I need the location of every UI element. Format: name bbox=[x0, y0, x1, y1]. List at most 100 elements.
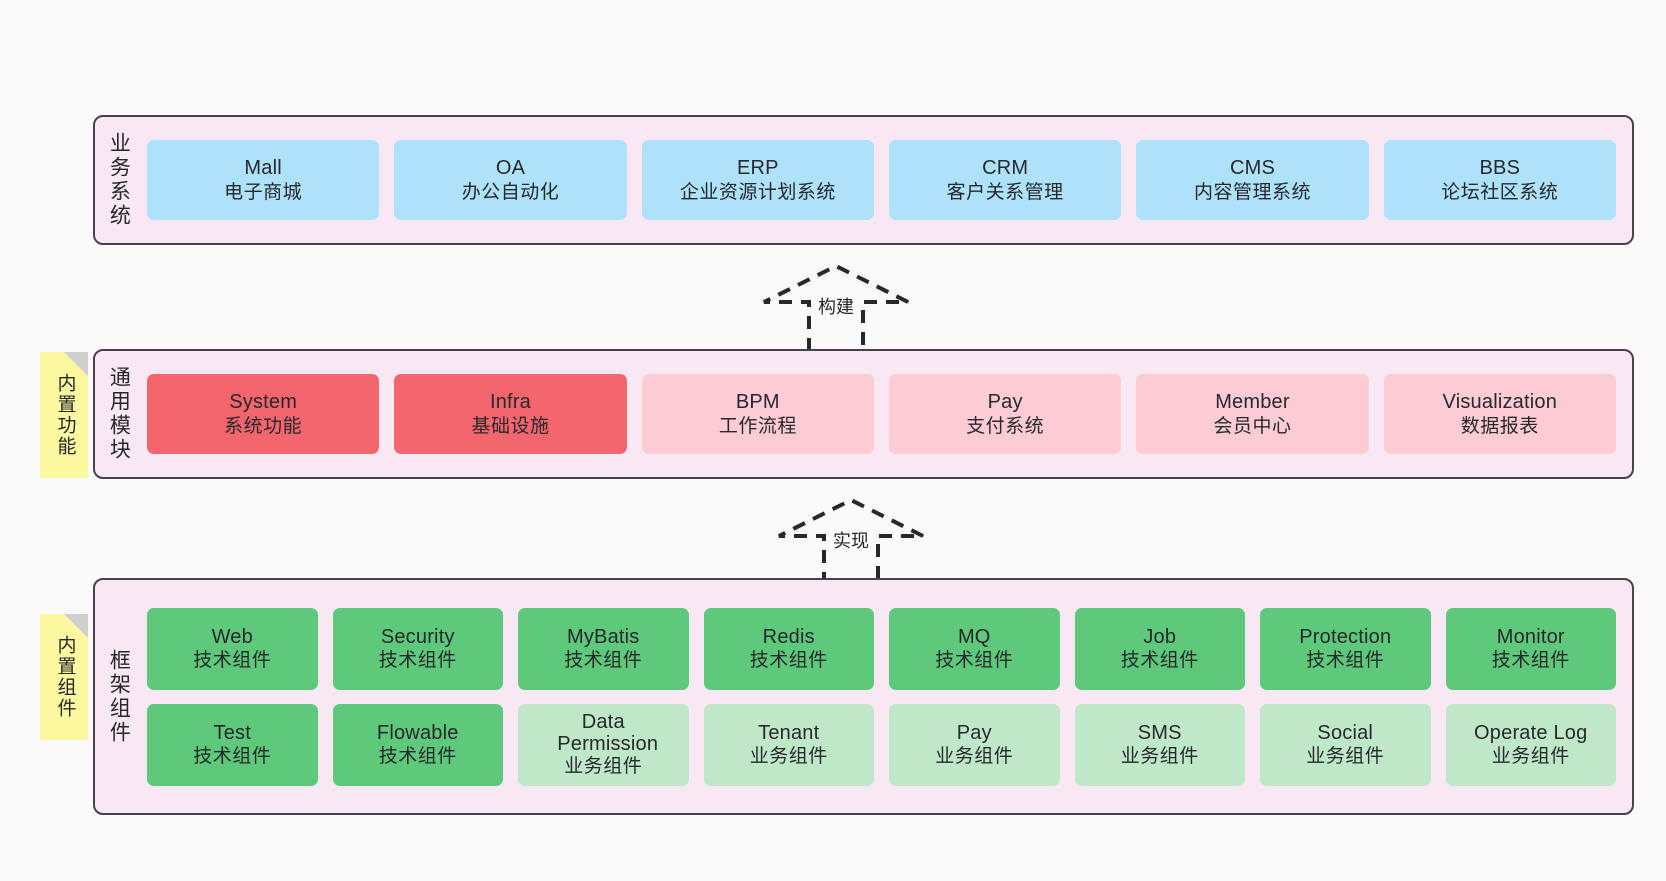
arrow-build: 构建 bbox=[762, 263, 910, 351]
card-title-en: Data Permission bbox=[557, 710, 659, 755]
card-mall[interactable]: Mall 电子商城 bbox=[147, 140, 380, 220]
card-mybatis[interactable]: MyBatis 技术组件 bbox=[518, 607, 689, 690]
arrow-build-glyph bbox=[763, 263, 909, 351]
card-mq[interactable]: MQ 技术组件 bbox=[889, 607, 1060, 690]
card-title-cn: 业务组件 bbox=[1306, 746, 1385, 768]
card-title-cn: 系统功能 bbox=[224, 415, 303, 437]
card-data-permission[interactable]: Data Permission 业务组件 bbox=[518, 703, 689, 786]
card-bbs[interactable]: BBS 论坛社区系统 bbox=[1383, 140, 1616, 220]
card-title-cn: 业务组件 bbox=[1120, 746, 1199, 768]
card-title-cn: 技术组件 bbox=[193, 650, 272, 672]
card-title-en: CRM bbox=[982, 157, 1029, 180]
card-title-cn: 技术组件 bbox=[1491, 650, 1570, 672]
layer-business-system-title: 业务系统 bbox=[107, 132, 131, 228]
card-monitor[interactable]: Monitor 技术组件 bbox=[1445, 607, 1616, 690]
layer-business-system-body: Mall 电子商城 OA 办公自动化 ERP 企业资源计划系统 CRM 客户关系… bbox=[141, 117, 1632, 243]
card-title-cn: 支付系统 bbox=[966, 415, 1045, 437]
card-title-cn: 技术组件 bbox=[749, 650, 828, 672]
card-row: Mall 电子商城 OA 办公自动化 ERP 企业资源计划系统 CRM 客户关系… bbox=[147, 140, 1616, 220]
card-title-cn: 客户关系管理 bbox=[946, 181, 1064, 203]
card-title-en: CMS bbox=[1229, 157, 1275, 180]
arrow-implement: 实现 bbox=[777, 497, 925, 585]
card-title-en: System bbox=[229, 391, 298, 414]
card-title-en: Pay bbox=[987, 391, 1023, 414]
layer-business-system: 业务系统 Mall 电子商城 OA 办公自动化 ERP 企业资源计划系统 CRM… bbox=[93, 115, 1634, 245]
card-title-en: Tenant bbox=[758, 721, 820, 744]
card-title-cn: 办公自动化 bbox=[461, 181, 560, 203]
card-social[interactable]: Social 业务组件 bbox=[1260, 703, 1431, 786]
layer-framework-component-title: 框架组件 bbox=[107, 648, 131, 745]
card-title-en: Member bbox=[1215, 391, 1290, 414]
card-title-en: MyBatis bbox=[566, 625, 640, 648]
card-operate-log[interactable]: Operate Log 业务组件 bbox=[1445, 703, 1616, 786]
note-builtin-function-label: 内置功能 bbox=[54, 373, 76, 457]
card-title-en: ERP bbox=[736, 157, 779, 180]
arrow-build-label: 构建 bbox=[818, 297, 854, 317]
page-fold-icon bbox=[64, 614, 88, 638]
card-title-cn: 业务组件 bbox=[1491, 746, 1570, 768]
card-title-en: Test bbox=[213, 721, 251, 744]
card-infra[interactable]: Infra 基础设施 bbox=[394, 374, 627, 454]
card-test[interactable]: Test 技术组件 bbox=[147, 703, 318, 786]
card-title-cn: 技术组件 bbox=[193, 746, 272, 768]
card-title-en: Operate Log bbox=[1474, 721, 1588, 744]
card-tenant[interactable]: Tenant 业务组件 bbox=[703, 703, 874, 786]
card-redis[interactable]: Redis 技术组件 bbox=[703, 607, 874, 690]
card-title-cn: 业务组件 bbox=[935, 746, 1014, 768]
card-crm[interactable]: CRM 客户关系管理 bbox=[888, 140, 1122, 220]
card-security[interactable]: Security 技术组件 bbox=[332, 607, 503, 690]
note-builtin-component-label: 内置组件 bbox=[54, 635, 76, 719]
card-title-cn: 技术组件 bbox=[1306, 650, 1385, 672]
card-pay-component[interactable]: Pay 业务组件 bbox=[889, 703, 1060, 786]
card-cms[interactable]: CMS 内容管理系统 bbox=[1136, 140, 1369, 220]
card-visualization[interactable]: Visualization 数据报表 bbox=[1383, 374, 1616, 454]
card-protection[interactable]: Protection 技术组件 bbox=[1260, 607, 1431, 690]
layer-framework-component-body: Web 技术组件 Security 技术组件 MyBatis 技术组件 Redi… bbox=[141, 580, 1632, 813]
card-title-cn: 内容管理系统 bbox=[1193, 181, 1311, 203]
card-title-cn: 会员中心 bbox=[1213, 415, 1292, 437]
card-member[interactable]: Member 会员中心 bbox=[1136, 374, 1369, 454]
note-builtin-component: 内置组件 bbox=[40, 614, 88, 740]
card-bpm[interactable]: BPM 工作流程 bbox=[641, 374, 874, 454]
card-sms[interactable]: SMS 业务组件 bbox=[1074, 703, 1245, 786]
card-title-en: Security bbox=[380, 625, 455, 648]
card-title-cn: 技术组件 bbox=[378, 650, 457, 672]
card-job[interactable]: Job 技术组件 bbox=[1074, 607, 1245, 690]
card-title-cn: 基础设施 bbox=[471, 415, 550, 437]
card-title-cn: 业务组件 bbox=[564, 756, 643, 778]
card-system[interactable]: System 系统功能 bbox=[147, 374, 380, 454]
arrow-implement-label: 实现 bbox=[833, 531, 869, 551]
card-row: System 系统功能 Infra 基础设施 BPM 工作流程 Pay 支付系统… bbox=[147, 374, 1616, 454]
card-title-en: Redis bbox=[762, 625, 815, 648]
card-title-en: Mall bbox=[244, 157, 282, 180]
note-builtin-function: 内置功能 bbox=[40, 352, 88, 478]
arrow-implement-glyph bbox=[778, 497, 924, 585]
card-title-en: OA bbox=[495, 157, 526, 180]
layer-common-module-title: 通用模块 bbox=[107, 366, 131, 462]
card-title-en: MQ bbox=[957, 625, 991, 648]
card-erp[interactable]: ERP 企业资源计划系统 bbox=[641, 140, 874, 220]
card-flowable[interactable]: Flowable 技术组件 bbox=[332, 703, 503, 786]
card-pay-module[interactable]: Pay 支付系统 bbox=[888, 374, 1122, 454]
card-title-en: BPM bbox=[735, 391, 780, 414]
card-title-cn: 技术组件 bbox=[1120, 650, 1199, 672]
card-title-en: Pay bbox=[956, 721, 992, 744]
card-title-cn: 工作流程 bbox=[718, 415, 797, 437]
card-title-cn: 技术组件 bbox=[378, 746, 457, 768]
card-title-en: BBS bbox=[1479, 157, 1521, 180]
card-row: Test 技术组件 Flowable 技术组件 Data Permission … bbox=[147, 703, 1616, 786]
card-title-en: Visualization bbox=[1442, 391, 1558, 414]
card-title-en: SMS bbox=[1137, 721, 1182, 744]
card-oa[interactable]: OA 办公自动化 bbox=[394, 140, 627, 220]
card-title-en: Web bbox=[211, 625, 253, 648]
card-title-cn: 企业资源计划系统 bbox=[679, 181, 836, 203]
card-web[interactable]: Web 技术组件 bbox=[147, 607, 318, 690]
card-title-cn: 论坛社区系统 bbox=[1441, 181, 1559, 203]
layer-common-module: 通用模块 System 系统功能 Infra 基础设施 BPM 工作流程 Pay… bbox=[93, 349, 1634, 479]
card-title-en: Protection bbox=[1299, 625, 1392, 648]
card-title-cn: 业务组件 bbox=[749, 746, 828, 768]
layer-framework-component: 框架组件 Web 技术组件 Security 技术组件 MyBatis 技术组件… bbox=[93, 578, 1634, 815]
card-title-en: Monitor bbox=[1496, 625, 1565, 648]
card-row: Web 技术组件 Security 技术组件 MyBatis 技术组件 Redi… bbox=[147, 607, 1616, 690]
